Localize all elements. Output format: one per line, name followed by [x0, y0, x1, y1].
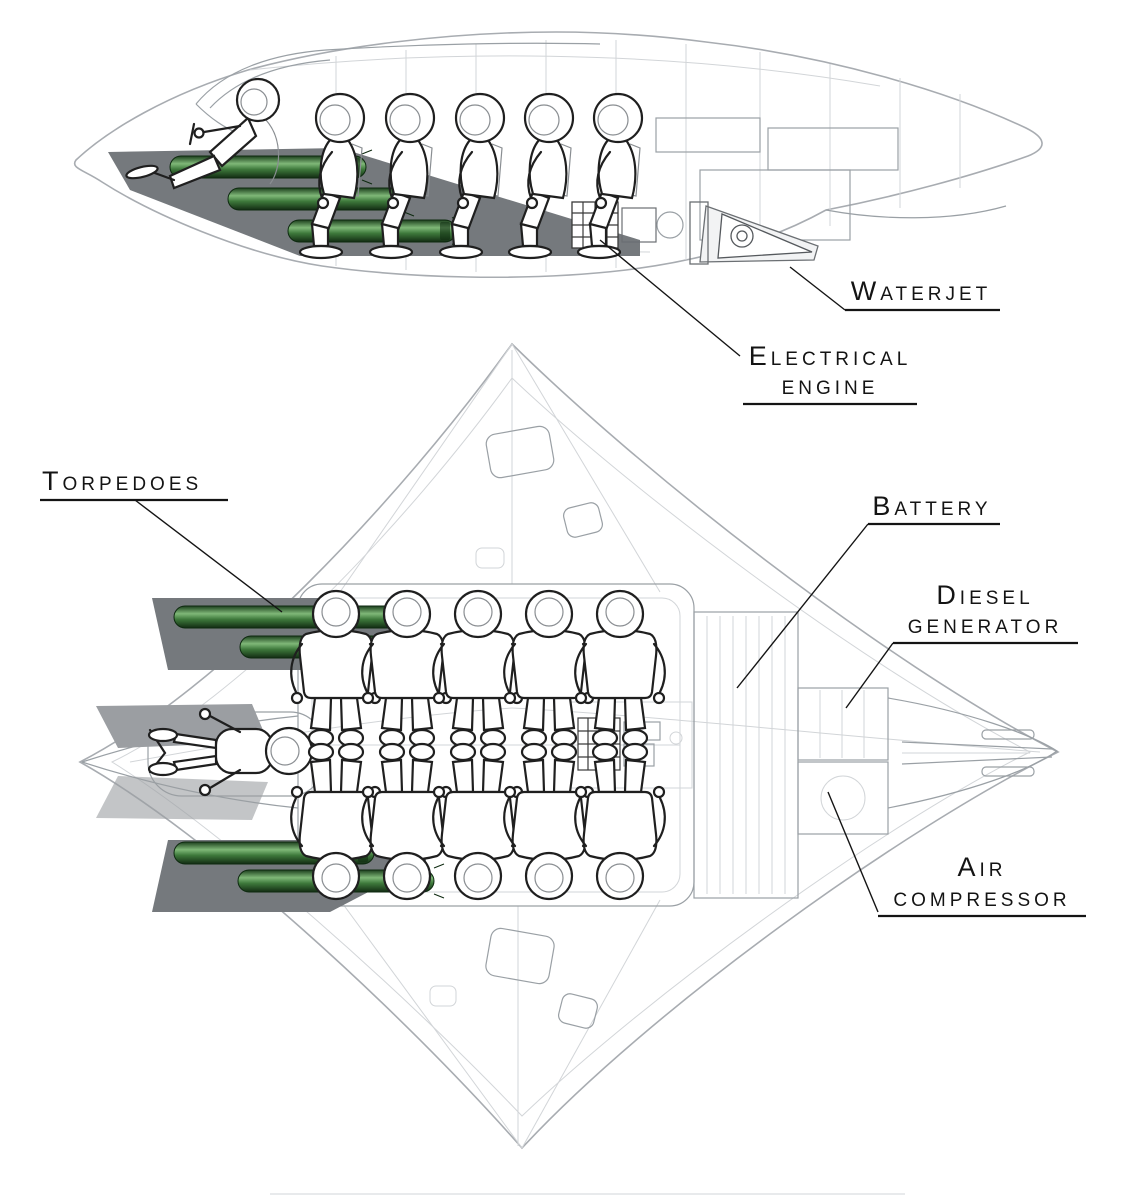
diesel-generator-label-line2: generator — [908, 609, 1063, 639]
hatch-panels — [429, 425, 603, 1029]
side-hull-outline — [73, 31, 1043, 279]
tail-booms — [887, 697, 1059, 809]
electrical-engine-leader-line — [599, 239, 741, 357]
pilot-figure-side — [125, 77, 281, 190]
air-compressor-label-line1: Air — [957, 852, 1006, 882]
side-view — [73, 31, 1043, 279]
waterjet-assembly — [689, 201, 819, 265]
label-battery: Battery — [736, 491, 1000, 689]
annotations: Waterjet Electrical engine Torpedoes Bat… — [40, 239, 1086, 918]
air-compressor-label-line2: compressor — [893, 882, 1070, 912]
diesel-generator-leader-line — [845, 642, 894, 709]
label-diesel-generator: Diesel generator — [845, 580, 1078, 709]
label-waterjet: Waterjet — [789, 266, 1000, 312]
torpedoes-label-text: Torpedoes — [42, 466, 202, 496]
diesel-generator-label-line1: Diesel — [936, 580, 1033, 610]
waterjet-leader-line — [789, 266, 846, 311]
top-hull-outline — [78, 342, 1060, 1150]
electrical-engine-label-line1: Electrical — [749, 341, 912, 371]
label-electrical-engine: Electrical engine — [599, 239, 917, 406]
torpedoes-side — [169, 149, 463, 249]
label-torpedoes: Torpedoes — [40, 466, 283, 613]
pilot-figure-top — [147, 707, 314, 797]
air-compressor-box — [797, 761, 889, 835]
diesel-generator-box — [797, 687, 889, 761]
top-hull-inner-outline — [110, 377, 1032, 1117]
label-air-compressor: Air compressor — [827, 791, 1086, 918]
electrical-engine-label-line2: engine — [782, 370, 879, 400]
torpedoes-leader-line — [134, 499, 283, 613]
waterjet-label-text: Waterjet — [851, 276, 992, 306]
battery-leader-line — [736, 523, 869, 689]
battery-label-text: Battery — [872, 491, 991, 521]
battery-compartment — [693, 611, 799, 899]
air-compressor-leader-line — [827, 791, 879, 913]
top-view — [78, 342, 1060, 1150]
nose-shadow-lower — [96, 776, 268, 820]
